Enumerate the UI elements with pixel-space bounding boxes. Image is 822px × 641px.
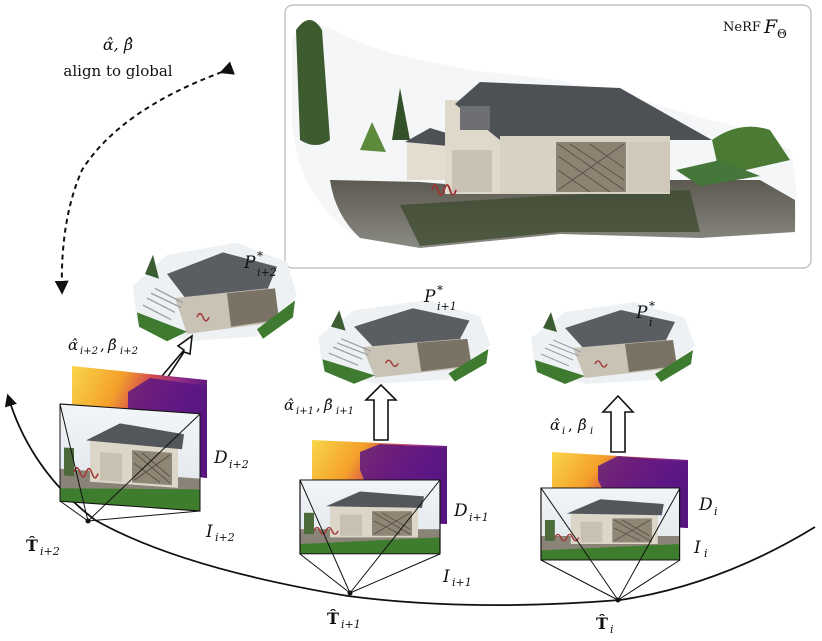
pose-label-i-plus-1: T̂: [327, 609, 339, 628]
depth-label-i-plus-2: D: [213, 448, 228, 468]
camera-frustum-i-plus-1: [299, 479, 441, 594]
params-alpha-sub-i-plus-1: i+1: [296, 406, 314, 417]
depth-label-i-plus-1: D: [453, 501, 468, 521]
image-i-plus-1: [299, 479, 441, 555]
params-beta-sub-i-plus-1: i+1: [336, 406, 354, 417]
depth-sub-i-plus-2: i+2: [229, 458, 249, 471]
params-beta-i: β̂: [577, 416, 587, 434]
point-cloud-i-plus-2: [132, 241, 298, 343]
params-alpha-i: α̂: [550, 416, 560, 434]
depth-sub-i-plus-1: i+1: [469, 511, 489, 524]
cloud-label-i-plus-2: P: [243, 253, 256, 273]
params-alpha-sub-i: i: [562, 426, 565, 437]
image-i-plus-2: [59, 403, 201, 512]
point-cloud-i: [530, 301, 696, 385]
pose-sub-i-plus-2: i+2: [40, 545, 60, 558]
params-alpha-i-plus-2: α̂: [68, 336, 78, 354]
params-beta-sub-i: i: [590, 426, 593, 437]
point-cloud-i-plus-1: [317, 299, 492, 385]
image-sub-i-plus-2: i+2: [215, 531, 235, 544]
image-label-i-plus-2: I: [205, 522, 213, 542]
global-align-params: α̂, β̂: [103, 35, 133, 54]
nerf-label-subscript: Θ: [777, 27, 787, 41]
nerf-render-image: [292, 20, 797, 248]
params-beta-i-plus-2: β̂: [107, 336, 117, 354]
depth-sub-i: i: [714, 505, 718, 518]
cloud-sub-i: i: [649, 316, 653, 329]
params-comma-i: ,: [568, 416, 573, 434]
params-alpha-sub-i-plus-2: i+2: [80, 346, 98, 357]
alignment-arrow-i-plus-1: [364, 383, 398, 441]
params-comma-i-plus-1: ,: [316, 396, 321, 414]
cloud-sub-i-plus-1: i+1: [437, 300, 457, 313]
cloud-sup-i-plus-2: *: [257, 249, 263, 263]
global-align-caption: align to global: [63, 62, 172, 80]
image-sub-i: i: [704, 547, 708, 560]
pose-label-i-plus-2: T̂: [26, 536, 38, 555]
frame-i-plus-2: P * i+2 α̂ i+2 , β̂ i+2 D i+2 I i+2 T̂ i: [26, 241, 298, 558]
params-beta-i-plus-1: β̂: [323, 396, 333, 414]
pose-sub-i: i: [610, 623, 614, 636]
camera-frustum-i-plus-2: [59, 403, 201, 522]
params-comma-i-plus-2: ,: [100, 336, 105, 354]
image-label-i: I: [693, 538, 701, 558]
image-label-i-plus-1: I: [442, 567, 450, 587]
nerf-label-symbol: F: [763, 16, 778, 38]
alignment-arrow-i: [601, 394, 635, 453]
image-i: [540, 487, 681, 561]
nerf-panel: NeRF F Θ: [284, 4, 812, 269]
nerf-label-prefix: NeRF: [723, 20, 761, 35]
camera-frustum-i: [540, 487, 681, 601]
depth-label-i: D: [698, 495, 713, 515]
cloud-label-i: P: [635, 303, 648, 323]
pose-label-i: T̂: [596, 614, 608, 633]
params-beta-sub-i-plus-2: i+2: [120, 346, 138, 357]
frame-i: P * i α̂ i , β̂ i D i I i T̂ i: [530, 299, 718, 636]
global-alignment: α̂, β̂ align to global: [54, 35, 235, 295]
cloud-sub-i-plus-2: i+2: [257, 266, 277, 279]
params-alpha-i-plus-1: α̂: [284, 396, 294, 414]
global-align-arrow: [54, 61, 235, 295]
pose-sub-i-plus-1: i+1: [341, 618, 361, 631]
cloud-sup-i: *: [649, 299, 655, 313]
image-sub-i-plus-1: i+1: [452, 576, 472, 589]
cloud-label-i-plus-1: P: [423, 287, 436, 307]
frame-i-plus-1: P * i+1 α̂ i+1 , β̂ i+1 D i+1 I i+1 T̂ i: [284, 283, 492, 631]
cloud-sup-i-plus-1: *: [437, 283, 443, 297]
